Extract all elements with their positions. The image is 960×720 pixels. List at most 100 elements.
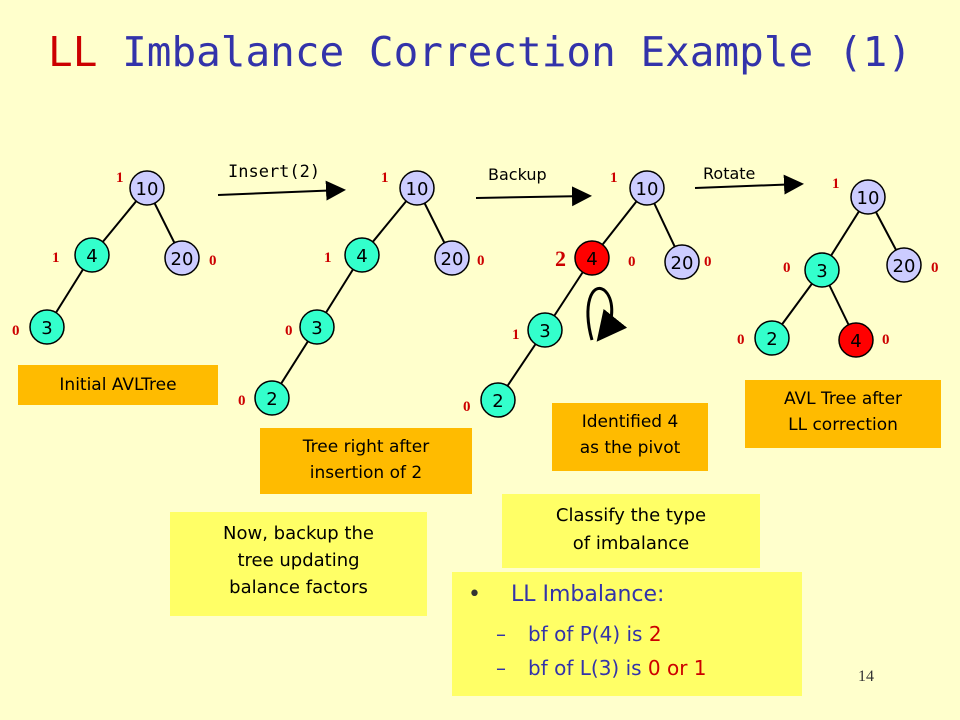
tree-node: 4 [838,322,874,358]
legend-heading: • LL Imbalance: [468,582,664,607]
tree-node: 4 [74,237,110,273]
tree-initial: 10 1 4 1 20 0 3 0 [12,170,217,345]
tree-node: 2 [754,320,790,356]
pivot-balance-factor: 2 [555,246,566,271]
caption-after-insert: Tree right after insertion of 2 [260,428,472,494]
balance-factor: 1 [381,170,389,186]
legend-text: of L(3) is [547,656,648,680]
balance-factor: 0 [463,399,471,415]
node-key: 2 [266,389,277,410]
dash-icon: – [496,622,506,646]
balance-factor: 0 [285,323,293,339]
caption-line: Identified 4 [581,412,679,432]
caption-line: AVL Tree after [783,389,903,409]
caption-after-ll: AVL Tree after LL correction [745,380,941,448]
node-key: 2 [766,329,777,350]
balance-factor: 0 [628,254,636,270]
backup-note: Now, backup the tree updating balance fa… [170,512,427,616]
note-line: Now, backup the [223,523,374,544]
node-key: 20 [441,249,464,270]
tree-node: 20 [886,247,922,283]
backup-label: Backup [488,165,547,184]
caption-initial: Initial AVLTree [18,365,218,405]
legend-value: 0 or 1 [647,656,707,680]
node-key: 4 [356,246,367,267]
legend-text: of P(4) is [547,622,649,646]
note-line: balance factors [229,577,368,598]
note-line: of imbalance [572,533,690,554]
page-number: 14 [858,668,874,685]
balance-factor: 1 [832,176,840,192]
legend-line: –bf of P(4) is 2 [496,622,662,646]
balance-factor: 1 [610,170,618,186]
legend-term: bf [528,622,548,646]
insert-arrow [217,180,346,201]
node-key: 3 [41,318,52,339]
slide-title: LL Imbalance Correction Example (1) [0,28,960,76]
node-key: 4 [86,246,97,267]
tree-after-ll: 10 1 3 0 20 0 2 0 4 0 [737,176,939,358]
legend-value: 2 [648,622,662,646]
tree-node: 10 [399,170,435,206]
tree-node: 20 [434,240,470,276]
balance-factor: 1 [512,327,520,343]
node-key: 20 [893,256,916,277]
tree-node: 10 [629,170,665,206]
rotate-label: Rotate [703,164,755,183]
balance-factor: 0 [238,393,246,409]
node-key: 2 [492,391,503,412]
balance-factor: 1 [52,250,60,266]
tree-backup: 10 1 4 2 0 20 0 3 1 2 0 [463,170,712,418]
balance-factor: 0 [209,253,217,269]
tree-after-insert: 10 1 4 1 20 0 3 0 2 0 [238,170,485,416]
note-line: Classify the type [555,505,707,526]
rotate-arrow [694,174,804,195]
balance-factor: 0 [477,253,485,269]
tree-node: 20 [664,244,700,280]
tree-node: 10 [129,170,165,206]
node-key: 10 [636,179,659,200]
balance-factor: 1 [116,170,124,186]
tree-node: 10 [850,179,886,215]
node-key: 20 [171,249,194,270]
caption-line: Tree right after [302,437,430,457]
tree-node: 20 [164,240,200,276]
caption-initial-text: Initial AVLTree [59,375,177,395]
balance-factor: 0 [882,332,890,348]
tree-node: 3 [527,312,563,348]
balance-factor: 0 [931,260,939,276]
tree-node: 4 [344,237,380,273]
balance-factor: 0 [783,260,791,276]
rotation-arrow [586,286,628,342]
node-key: 10 [136,179,159,200]
caption-line: as the pivot [579,438,681,458]
legend-heading-text: LL Imbalance: [510,582,665,607]
ll-imbalance-legend: • LL Imbalance: –bf of P(4) is 2 –bf of L… [452,572,802,696]
node-key: 3 [816,261,827,282]
insert-label: Insert(2) [228,162,320,182]
tree-node: 3 [299,309,335,345]
legend-term: bf [528,656,548,680]
node-key: 4 [850,331,861,352]
node-key: 3 [311,318,322,339]
node-key: 10 [406,179,429,200]
balance-factor: 0 [12,323,20,339]
node-key: 20 [671,253,694,274]
tree-node: 3 [804,252,840,288]
legend-line: –bf of L(3) is 0 or 1 [496,656,707,680]
title-ll: LL [48,28,98,76]
balance-factor: 0 [704,254,712,270]
bullet-icon: • [468,582,481,607]
balance-factor: 1 [324,250,332,266]
tree-node: 3 [29,309,65,345]
tree-node: 2 [480,382,516,418]
caption-line: LL correction [788,415,898,435]
classify-note: Classify the type of imbalance [502,494,760,568]
node-key: 4 [586,249,597,270]
dash-icon: – [496,656,506,680]
node-key: 3 [539,321,550,342]
pivot-node: 4 [574,240,610,276]
title-rest: Imbalance Correction Example (1) [97,28,912,76]
